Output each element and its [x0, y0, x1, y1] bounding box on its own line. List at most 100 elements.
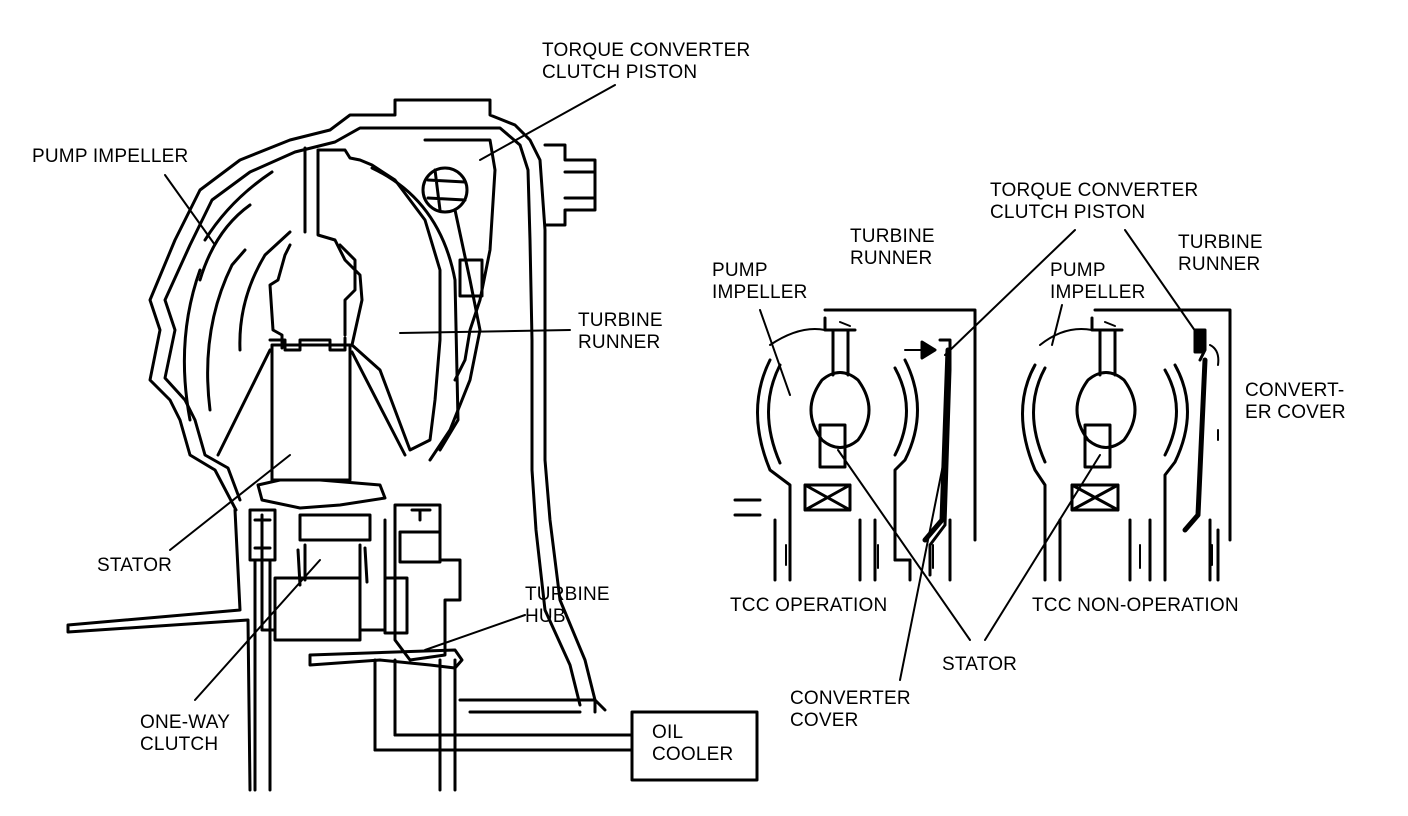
label-turbine-runner-main: TURBINE RUNNER: [578, 310, 663, 354]
leader-converter-cover-a: [899, 439, 949, 681]
right-leader-lines: [759, 229, 1199, 681]
clutch-piston-seal-inner: [426, 168, 467, 212]
tcc-op-down-arrows: [785, 544, 934, 569]
label-pump-impeller-a: PUMP IMPELLER: [712, 260, 808, 304]
turbine-hub-body: [393, 503, 462, 662]
tcc-nonop-down-arrows: [1139, 429, 1219, 569]
tcc-nonop-impeller-arc-inner: [1032, 366, 1047, 464]
tcc-nonop-piston-plate: [1193, 328, 1205, 354]
hub-snap-ring: [410, 508, 432, 522]
pump-seal: [248, 508, 277, 562]
label-line: COOLER: [652, 744, 734, 765]
leader-pump-impeller-main: [164, 174, 216, 246]
label-line: TURBINE: [578, 310, 663, 331]
label-line: PUMP IMPELLER: [32, 146, 189, 167]
clutch-piston-seal: [421, 166, 469, 214]
impeller-vane-3: [182, 268, 202, 422]
tcc-op-turbine-arc: [893, 358, 919, 562]
leader-stator-main: [169, 454, 291, 551]
label-line: TORQUE CONVERTER: [542, 40, 751, 61]
leader-pump-impeller-a: [759, 309, 791, 396]
label-line: COVER: [790, 710, 859, 731]
stator-base: [256, 478, 387, 510]
label-line: RUNNER: [850, 248, 933, 269]
label-line: TORQUE CONVERTER: [990, 180, 1199, 201]
tcc-nonop-cover-thick: [1182, 357, 1208, 533]
label-line: HUB: [525, 606, 566, 627]
label-line: TURBINE: [1178, 232, 1263, 253]
label-line: CONVERTER: [790, 688, 911, 709]
impeller-vane-1: [203, 170, 274, 242]
turbine-shell-outer: [303, 146, 460, 452]
tcc-nonop-impeller-arc: [1021, 363, 1047, 582]
output-shaft-right: [438, 658, 457, 792]
stator-body: [270, 343, 352, 482]
label-line: RUNNER: [578, 332, 661, 353]
label-turbine-runner-b: TURBINE RUNNER: [1178, 232, 1263, 276]
main-leader-lines: [164, 84, 616, 701]
label-line: TCC NON-OPERATION: [1032, 595, 1239, 616]
label-converter-cover-a: CONVERTER COVER: [790, 688, 911, 732]
tcc-op-cover-top: [823, 308, 977, 542]
tcc-non-operation-diagram: [1021, 308, 1232, 582]
label-pump-impeller-main: PUMP IMPELLER: [32, 146, 188, 168]
tcc-nonop-turbine-arc: [1163, 363, 1189, 582]
stator-cap: [268, 336, 347, 352]
tcc-op-shafts: [733, 498, 952, 582]
stator-support: [66, 508, 252, 792]
tcc-nonop-stator-block: [1083, 423, 1112, 469]
output-shaft-left: [253, 558, 272, 792]
stator-diag-2: [350, 350, 407, 457]
label-turbine-hub: TURBINE HUB: [525, 584, 610, 628]
label-line: PUMP: [712, 260, 768, 281]
label-stator-main: STATOR: [97, 555, 172, 577]
impeller-vane-5: [238, 230, 292, 352]
clutch-damper-block: [458, 258, 484, 298]
label-tcc-piston-main: TORQUE CONVERTER CLUTCH PISTON: [542, 40, 750, 84]
tcc-nonop-center-stem: [1090, 316, 1124, 377]
tcc-nonop-turbine-arc-inner: [1163, 368, 1178, 457]
leader-tcc-piston-right-a: [944, 229, 1076, 356]
leader-stator-right-b: [984, 454, 1101, 641]
label-line: OIL: [652, 722, 684, 743]
label-line: IMPELLER: [712, 282, 808, 303]
one-way-clutch-rollers: [296, 543, 369, 587]
crank-pilot-lines: [563, 170, 597, 200]
label-line: CLUTCH PISTON: [990, 202, 1146, 223]
oil-cooler-box: [630, 710, 759, 782]
impeller-vane-4: [206, 248, 247, 412]
hub-bearing: [383, 576, 409, 635]
tcc-nonop-shafts: [1058, 518, 1220, 582]
leader-one-way-clutch: [194, 559, 321, 701]
tcc-op-one-way: [803, 483, 852, 512]
label-line: CONVERT-: [1245, 380, 1345, 401]
label-pump-impeller-b: PUMP IMPELLER: [1050, 260, 1146, 304]
label-stator-right: STATOR: [942, 654, 1017, 676]
cooler-return: [458, 698, 597, 714]
label-oil-cooler: OIL COOLER: [652, 722, 733, 766]
lockup-linkage: [428, 208, 482, 462]
label-line: TURBINE: [850, 226, 935, 247]
leader-tcc-piston-main: [479, 84, 616, 161]
tcc-nonop-flow-arrows: [1039, 321, 1220, 366]
tcc-op-arrow-head: [920, 340, 937, 360]
turbine-shell: [316, 148, 442, 452]
leader-stator-right-a: [837, 449, 971, 641]
clutch-piston-housing: [423, 138, 497, 382]
label-tcc-non-operation: TCC NON-OPERATION: [1032, 595, 1239, 617]
stator-upper-blade: [268, 243, 357, 350]
oil-passage-lower-2: [373, 658, 397, 752]
label-line: TURBINE: [525, 584, 610, 605]
leader-pump-impeller-b: [1051, 304, 1063, 346]
one-way-clutch-inner: [298, 513, 372, 542]
tcc-op-flow-arrows: [769, 321, 931, 351]
label-line: STATOR: [97, 555, 173, 576]
label-converter-cover-b: CONVERT- ER COVER: [1245, 380, 1346, 424]
label-line: ER COVER: [1245, 402, 1346, 423]
tcc-operation-diagram: [733, 308, 977, 582]
oil-passage-lower: [308, 648, 464, 670]
leader-turbine-runner-main: [399, 329, 571, 334]
tcc-op-turbine-arc-inner: [893, 366, 908, 457]
